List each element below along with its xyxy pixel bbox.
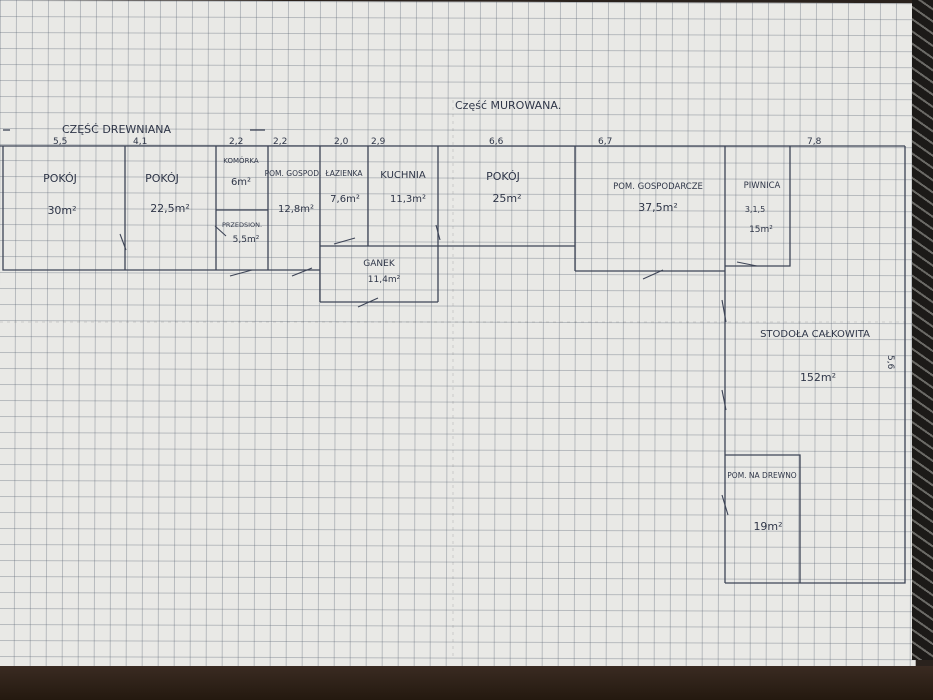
room-piwnica-sub: 3,1,5 xyxy=(745,205,765,214)
room-ganek-area: 11,4m² xyxy=(368,275,401,285)
room-komorka-name: KOMÓRKA xyxy=(223,156,259,165)
door-mark xyxy=(357,297,379,308)
room-pom-gospodarcze-area: 37,5m² xyxy=(638,201,678,214)
wall xyxy=(725,146,906,584)
room-pom-gospod-name: POM. GOSPOD. xyxy=(265,169,322,178)
door-mark xyxy=(736,261,758,267)
dimension-label: 7,8 xyxy=(807,137,822,147)
background-fabric xyxy=(912,0,933,660)
door-mark xyxy=(721,494,729,516)
door-mark xyxy=(229,269,253,277)
wooden-part-heading: CZĘŚĆ DREWNIANA xyxy=(62,123,171,136)
door-mark xyxy=(291,267,313,277)
room-pokoj-1-area: 30m² xyxy=(47,204,76,217)
room-kuchnia-area: 11,3m² xyxy=(390,194,426,205)
dimension-label: 6,6 xyxy=(489,137,504,147)
room-piwnica-area: 15m² xyxy=(749,225,773,235)
room-pokoj-2-name: POKÓJ xyxy=(145,172,179,185)
door-mark xyxy=(119,233,127,251)
door-mark xyxy=(214,225,227,237)
room-pokoj-2-area: 22,5m² xyxy=(150,202,190,215)
room-pom-gospod-area: 12,8m² xyxy=(278,204,314,215)
room-lazienka-name: ŁAZIENKA xyxy=(325,169,364,178)
room-pom-drewno-area: 19m² xyxy=(753,520,782,533)
dimension-label: 6,7 xyxy=(598,137,612,147)
door-mark xyxy=(721,389,727,411)
room-pokoj-3-area: 25m² xyxy=(492,192,521,205)
wall xyxy=(725,454,801,583)
dimension-label: 2,0 xyxy=(334,137,349,147)
room-pokoj-1-name: POKÓJ xyxy=(43,172,77,185)
room-komorka-area: 6m² xyxy=(231,177,251,188)
door-mark xyxy=(435,224,441,241)
dimension-label: 2,9 xyxy=(371,137,386,147)
dimension-label: 5,5 xyxy=(53,137,67,147)
room-ganek-name: GANEK xyxy=(363,259,396,269)
dimension-label: 2,2 xyxy=(273,137,287,147)
room-przedsionek-name: PRZEDSION. xyxy=(222,221,262,229)
room-kuchnia-name: KUCHNIA xyxy=(380,170,426,181)
room-pom-gospodarcze-name: POM. GOSPODARCZE xyxy=(613,182,703,192)
room-lazienka-area: 7,6m² xyxy=(330,194,360,205)
table-edge xyxy=(0,666,933,700)
room-pom-drewno-name: POM. NA DREWNO xyxy=(727,471,797,480)
room-pokoj-3-name: POKÓJ xyxy=(486,170,520,183)
side-dimension-label: 5,6 xyxy=(885,355,895,370)
brick-part-heading: Część MUROWANA. xyxy=(455,99,561,112)
room-stodola-name: STODOŁA CAŁKOWITA xyxy=(760,329,870,340)
wall xyxy=(725,146,791,267)
door-mark xyxy=(642,269,664,280)
wall xyxy=(2,146,320,271)
room-przedsionek-area: 5,5m² xyxy=(233,235,260,245)
door-mark xyxy=(721,299,727,323)
room-stodola-area: 152m² xyxy=(800,371,836,384)
dimension-label: 2,2 xyxy=(229,137,243,147)
room-piwnica-name: PIWNICA xyxy=(744,181,781,191)
dimension-label: 4,1 xyxy=(133,137,147,147)
door-mark xyxy=(333,237,356,245)
